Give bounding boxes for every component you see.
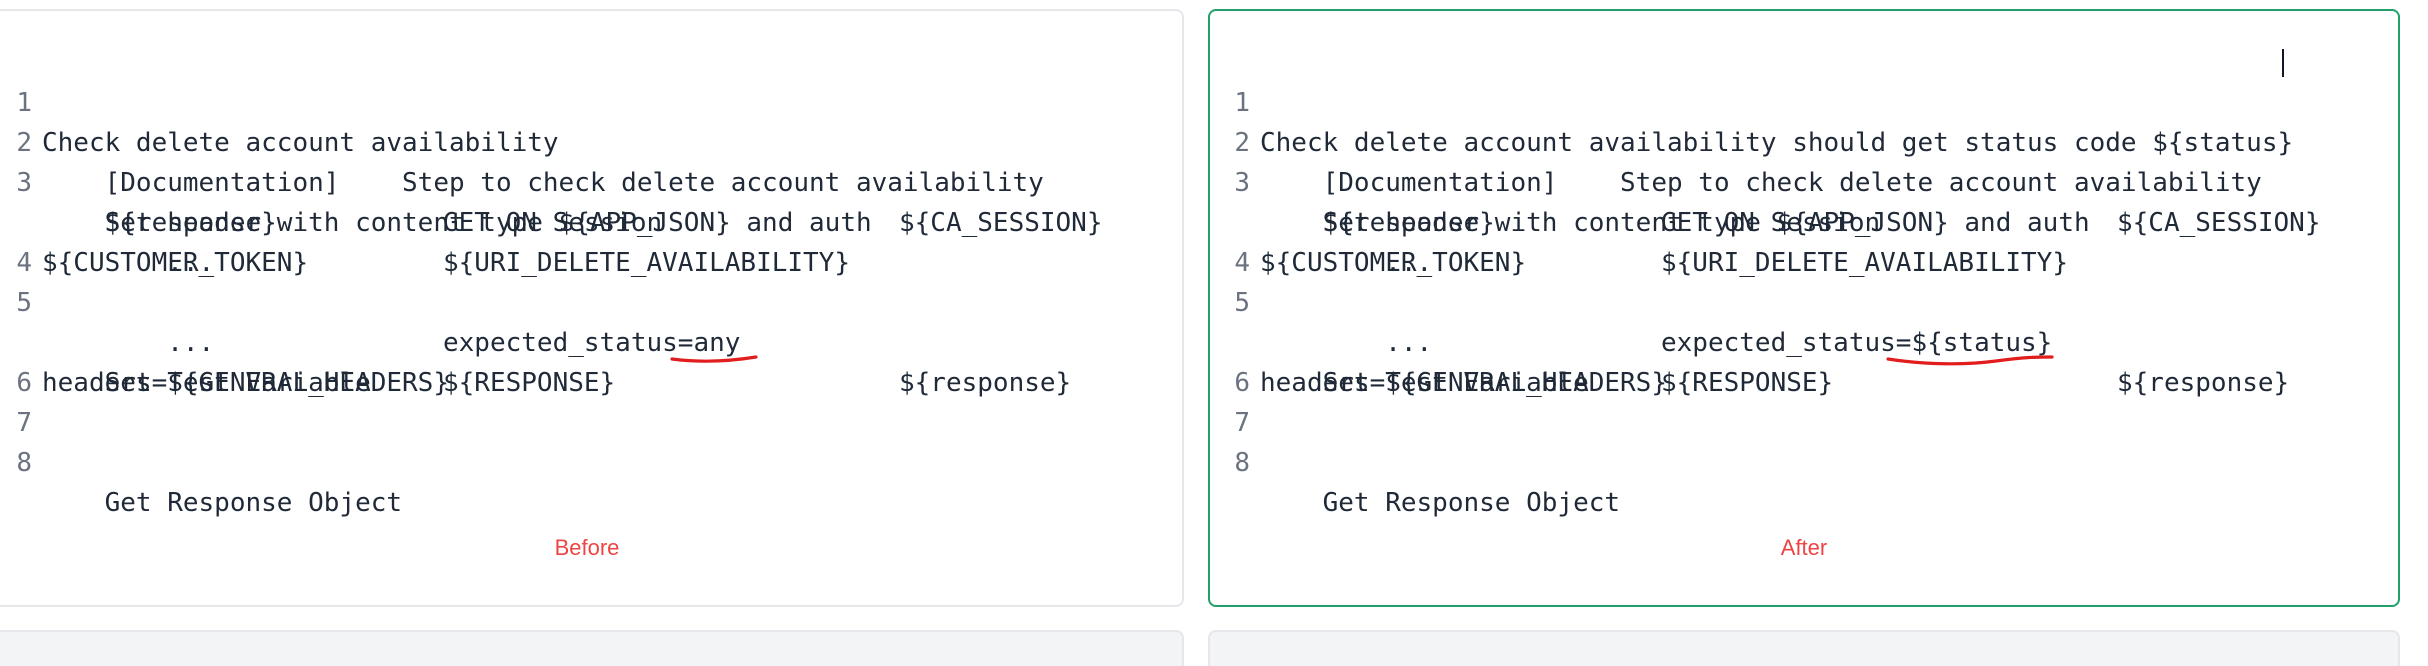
line-number: 6	[16, 368, 32, 398]
line-number: 2	[1234, 128, 1250, 158]
line-number: 6	[1234, 368, 1250, 398]
line-number: 1	[1234, 88, 1250, 118]
code-text: Get Response Object	[1260, 488, 1621, 518]
line-number: 5	[16, 288, 32, 318]
code-line-wrap: ${CUSTOMER_TOKEN}	[0, 163, 308, 278]
code-token: ${RESPONSE}	[443, 368, 616, 398]
line-number: 2	[16, 128, 32, 158]
code-token: Set Test Variable	[1260, 368, 1589, 398]
code-line: 4 ${response} GET ON Session ${CA_SESSIO…	[0, 203, 1182, 278]
code-line: 7 Set Test Variable ${RESPONSE} ${respon…	[0, 363, 1182, 438]
code-line-wrap: ${CUSTOMER_TOKEN}	[1210, 163, 1526, 278]
line-number: 4	[16, 248, 32, 278]
line-number: 8	[1234, 448, 1250, 478]
line-number: 7	[1234, 408, 1250, 438]
code-text: Get Response Object	[42, 488, 403, 518]
code-line-wrap: headers=${GENERAL_HEADERS}	[0, 283, 449, 398]
code-token: ${RESPONSE}	[1661, 368, 1834, 398]
code-token: ${response}	[42, 208, 277, 238]
code-token: GET ON Session	[443, 208, 663, 238]
after-caption: After	[1780, 535, 1828, 560]
after-panel: 1 Check delete account availability shou…	[1208, 9, 2400, 607]
code-line: 8 Get Response Object	[0, 403, 402, 518]
code-line: 6 ... expected_status=any	[0, 323, 1182, 398]
code-line: 5 ... ${URI_DELETE_AVAILABILITY}	[0, 243, 1182, 318]
code-text: ${CUSTOMER_TOKEN}	[42, 248, 309, 278]
line-number: 1	[16, 88, 32, 118]
code-line-wrap: headers=${GENERAL_HEADERS}	[1210, 283, 1667, 398]
line-number: 4	[1234, 248, 1250, 278]
code-line: 3 Set header with content type ${APP_JSO…	[1210, 123, 2089, 238]
code-text: ${CUSTOMER_TOKEN}	[1260, 248, 1527, 278]
code-line: 6 ... expected_status=${status}	[1210, 323, 2398, 398]
code-text: Set header with content type ${APP_JSON}…	[42, 208, 872, 238]
code-text: Check delete account availability should…	[1260, 128, 2294, 158]
code-token: ${response}	[899, 368, 1072, 398]
code-line: 2 [Documentation] Step to check delete a…	[1210, 83, 2261, 198]
lower-right-panel	[1208, 630, 2400, 666]
before-panel: 1 Check delete account availability 2 [D…	[0, 9, 1184, 607]
code-line: 4 ${response} GET ON Session ${CA_SESSIO…	[1210, 203, 2398, 278]
lower-left-panel	[0, 630, 1184, 666]
code-text: Check delete account availability	[42, 128, 559, 158]
code-line: 7 Set Test Variable ${RESPONSE} ${respon…	[1210, 363, 2398, 438]
code-token: ${CA_SESSION}	[899, 208, 1103, 238]
code-token: ...	[42, 248, 215, 278]
line-number: 7	[16, 408, 32, 438]
code-text: Set header with content type ${APP_JSON}…	[1260, 208, 2090, 238]
code-token: ...	[42, 328, 215, 358]
code-line: 1 Check delete account availability	[0, 43, 558, 158]
text-cursor	[2282, 49, 2284, 77]
code-token: ${CA_SESSION}	[2117, 208, 2321, 238]
code-token: Set Test Variable	[42, 368, 371, 398]
code-token: expected_status=${status}	[1661, 328, 2053, 358]
line-number: 5	[1234, 288, 1250, 318]
code-line: 5 ... ${URI_DELETE_AVAILABILITY}	[1210, 243, 2398, 318]
code-token: expected_status=any	[443, 328, 741, 358]
code-text: headers=${GENERAL_HEADERS}	[42, 368, 449, 398]
code-line: 8 Get Response Object	[1210, 403, 1620, 518]
line-number: 3	[1234, 168, 1250, 198]
code-text: [Documentation] Step to check delete acc…	[1260, 168, 2262, 198]
line-number: 8	[16, 448, 32, 478]
line-number: 3	[16, 168, 32, 198]
code-token: ${response}	[2117, 368, 2290, 398]
code-line: 2 [Documentation] Step to check delete a…	[0, 83, 1043, 198]
code-token: ...	[1260, 248, 1433, 278]
code-text: headers=${GENERAL_HEADERS}	[1260, 368, 1667, 398]
code-token: ${URI_DELETE_AVAILABILITY}	[1661, 248, 2068, 278]
code-token: GET ON Session	[1661, 208, 1881, 238]
code-text: [Documentation] Step to check delete acc…	[42, 168, 1044, 198]
code-token: ${response}	[1260, 208, 1495, 238]
code-token: ...	[1260, 328, 1433, 358]
code-line: 1 Check delete account availability shou…	[1210, 43, 2293, 158]
code-line: 3 Set header with content type ${APP_JSO…	[0, 123, 871, 238]
before-caption: Before	[554, 535, 620, 560]
code-token: ${URI_DELETE_AVAILABILITY}	[443, 248, 850, 278]
